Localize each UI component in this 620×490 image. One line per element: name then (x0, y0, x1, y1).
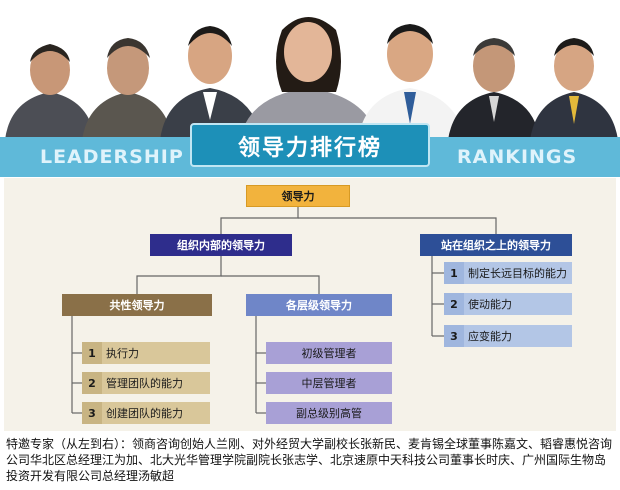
item-label: 制定长远目标的能力 (464, 265, 572, 281)
item-label: 使动能力 (464, 296, 572, 312)
above-leadership-node: 站在组织之上的领导力 (420, 234, 572, 256)
root-node: 领导力 (246, 185, 350, 207)
common-item: 1 执行力 (82, 342, 210, 364)
item-number: 2 (444, 293, 464, 315)
item-label: 执行力 (102, 345, 210, 361)
item-label: 管理团队的能力 (102, 375, 210, 391)
common-item: 3 创建团队的能力 (82, 402, 210, 424)
inner-leadership-node: 组织内部的领导力 (150, 234, 292, 256)
item-number: 1 (82, 342, 102, 364)
item-number: 3 (444, 325, 464, 347)
level-item: 副总级别高管 (266, 402, 392, 424)
above-item: 2 使动能力 (444, 293, 572, 315)
common-item: 2 管理团队的能力 (82, 372, 210, 394)
experts-caption: 特邀专家（从左到右）：领商咨询创始人兰刚、对外经贸大学副校长张新民、麦肯锡全球董… (6, 436, 616, 484)
item-number: 2 (82, 372, 102, 394)
above-item: 3 应变能力 (444, 325, 572, 347)
level-item: 初级管理者 (266, 342, 392, 364)
item-label: 创建团队的能力 (102, 405, 210, 421)
above-item: 1 制定长远目标的能力 (444, 262, 572, 284)
level-leadership-node: 各层级领导力 (246, 294, 392, 316)
common-leadership-node: 共性领导力 (62, 294, 212, 316)
level-item: 中层管理者 (266, 372, 392, 394)
item-label: 应变能力 (464, 328, 572, 344)
item-number: 3 (82, 402, 102, 424)
item-number: 1 (444, 262, 464, 284)
